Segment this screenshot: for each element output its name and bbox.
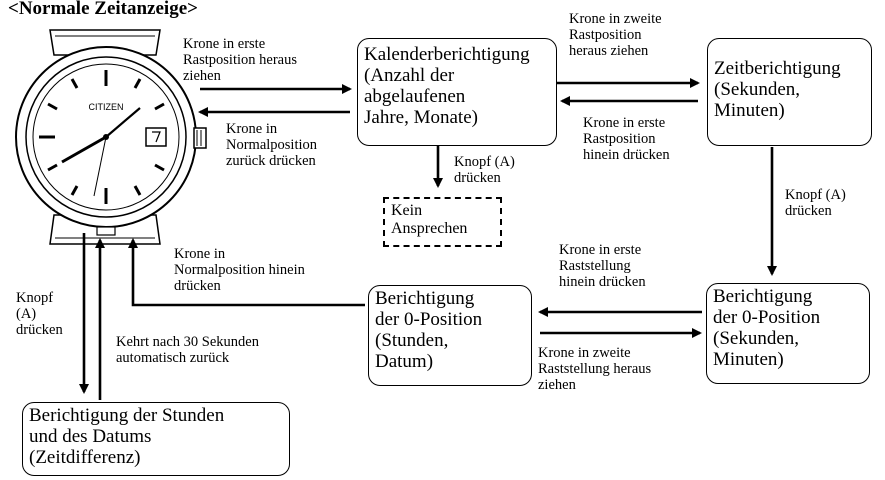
watch-illustration: CITIZEN bbox=[15, 29, 207, 245]
box-kalenderberichtigung: Kalenderberichtigung (Anzahl der abgelau… bbox=[357, 38, 557, 146]
label-crown-first-in: Krone in erste Rastposition hinein drück… bbox=[583, 115, 670, 163]
label-crown-normal-in: Krone in Normalposition hinein drücken bbox=[174, 246, 305, 294]
box-nullposition-stunden: Berichtigung der 0-Position (Stunden, Da… bbox=[368, 285, 532, 386]
box-stunden-datum: Berichtigung der Stunden und des Datums … bbox=[22, 402, 290, 476]
label-crown-normal-back: Krone in Normalposition zurück drücken bbox=[226, 121, 318, 169]
box-kein-ansprechen: Kein Ansprechen bbox=[383, 197, 502, 247]
label-crown-first-out: Krone in erste Rastposition heraus ziehe… bbox=[183, 36, 297, 84]
label-crown-first-stellung-in: Krone in erste Raststellung hinein drück… bbox=[559, 242, 646, 290]
label-auto-return: Kehrt nach 30 Sekunden automatisch zurüc… bbox=[116, 334, 259, 366]
label-crown-second-out: Krone in zweite Rastposition heraus zieh… bbox=[569, 11, 662, 59]
watch-brand: CITIZEN bbox=[89, 102, 124, 112]
label-button-a-mid: Knopf (A) drücken bbox=[454, 154, 515, 186]
label-button-a-left: Knopf (A) drücken bbox=[16, 290, 63, 338]
box-zeitberichtigung: Zeitberichtigung (Sekunden, Minuten) bbox=[707, 38, 872, 146]
label-crown-second-stellung-out: Krone in zweite Raststellung heraus zieh… bbox=[538, 345, 652, 393]
label-button-a-right: Knopf (A) drücken bbox=[785, 187, 846, 219]
page-title: <Normale Zeitanzeige> bbox=[8, 0, 198, 19]
box-nullposition-sekunden: Berichtigung der 0-Position (Sekunden, M… bbox=[706, 283, 870, 384]
